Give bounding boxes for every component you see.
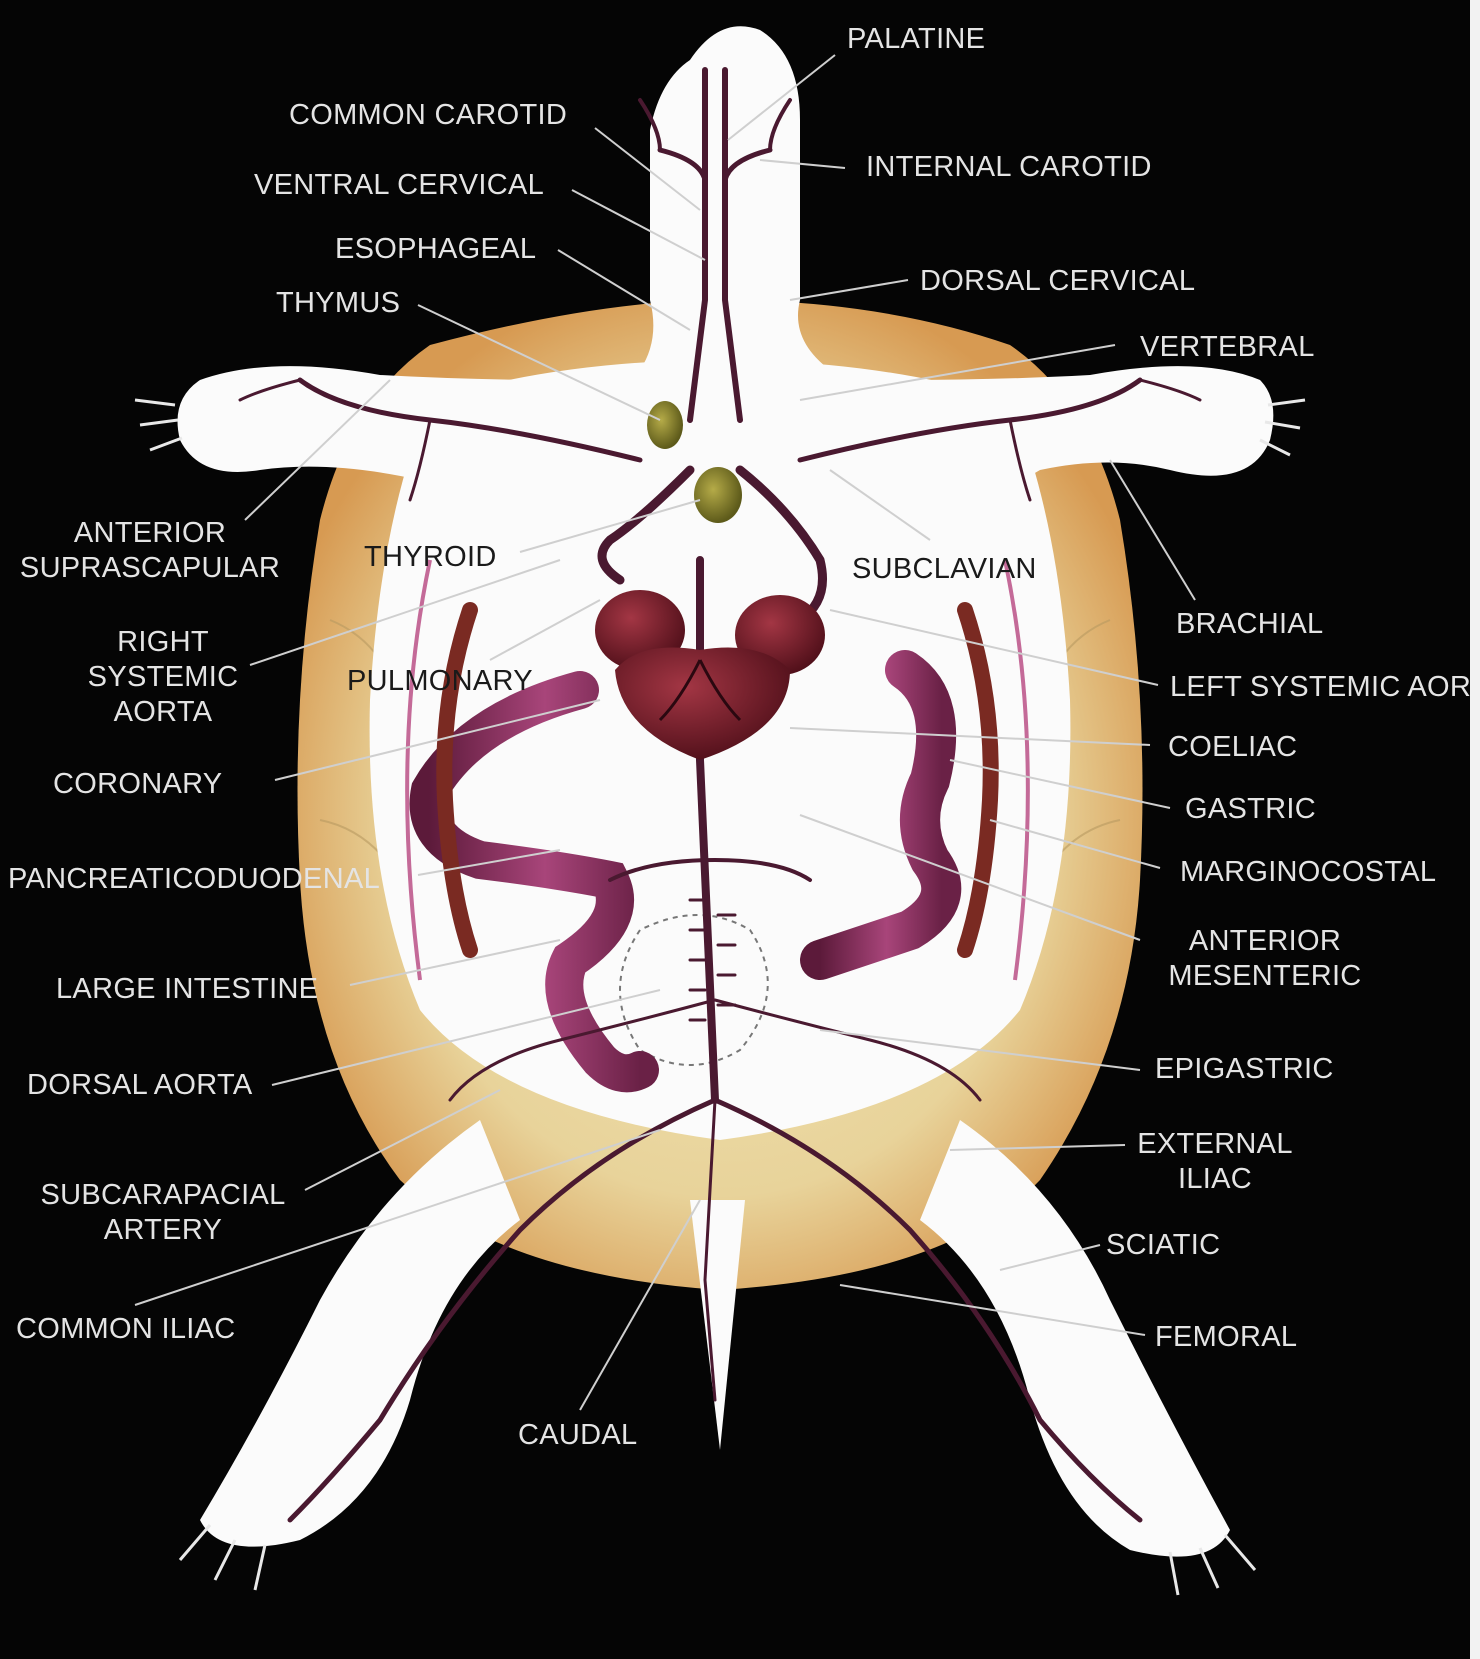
label-ventral-cervical: VENTRAL CERVICAL [254,168,544,203]
label-line: EXTERNAL [1130,1127,1300,1162]
label-dorsal-aorta: DORSAL AORTA [27,1068,252,1103]
label-anterior-mesenteric: ANTERIOR MESENTERIC [1158,924,1372,994]
label-sciatic: SCIATIC [1106,1228,1220,1263]
label-dorsal-cervical: DORSAL CERVICAL [920,264,1195,299]
label-common-carotid: COMMON CAROTID [289,98,567,133]
label-line: ARTERY [28,1213,298,1248]
label-line: ILIAC [1130,1162,1300,1197]
label-caudal: CAUDAL [518,1418,637,1453]
label-common-iliac: COMMON ILIAC [16,1312,236,1347]
label-left-systemic-aorta: LEFT SYSTEMIC AOR [1170,670,1471,705]
label-line: SYSTEMIC [70,660,256,695]
label-pulmonary: PULMONARY [347,664,533,699]
label-internal-carotid: INTERNAL CAROTID [866,150,1152,185]
label-line: ANTERIOR [8,516,292,551]
label-esophageal: ESOPHAGEAL [335,232,536,267]
label-right-systemic-aorta: RIGHT SYSTEMIC AORTA [70,625,256,730]
label-pancreaticoduodenal: PANCREATICODUODENAL [8,862,380,897]
thyroid-gland [694,467,742,523]
label-line: ANTERIOR [1158,924,1372,959]
label-external-iliac: EXTERNAL ILIAC [1130,1127,1300,1197]
thymus-gland [647,401,683,449]
label-line: MESENTERIC [1158,959,1372,994]
label-coronary: CORONARY [53,767,222,802]
label-palatine: PALATINE [847,22,985,57]
label-line: AORTA [70,695,256,730]
label-subclavian: SUBCLAVIAN [852,552,1037,587]
label-thymus: THYMUS [276,286,400,321]
label-line: SUPRASCAPULAR [8,551,292,586]
label-gastric: GASTRIC [1185,792,1316,827]
label-epigastric: EPIGASTRIC [1155,1052,1334,1087]
label-vertebral: VERTEBRAL [1140,330,1315,365]
label-brachial: BRACHIAL [1176,607,1323,642]
page-edge [1470,0,1480,1659]
label-femoral: FEMORAL [1155,1320,1297,1355]
label-line: SUBCARAPACIAL [28,1178,298,1213]
label-line: RIGHT [70,625,256,660]
label-anterior-suprascapular: ANTERIOR SUPRASCAPULAR [8,516,292,586]
label-coeliac: COELIAC [1168,730,1297,765]
label-subcarapacial-artery: SUBCARAPACIAL ARTERY [28,1178,298,1248]
label-large-intestine: LARGE INTESTINE [56,972,318,1007]
label-marginocostal: MARGINOCOSTAL [1180,855,1436,890]
label-thyroid: THYROID [364,540,497,575]
